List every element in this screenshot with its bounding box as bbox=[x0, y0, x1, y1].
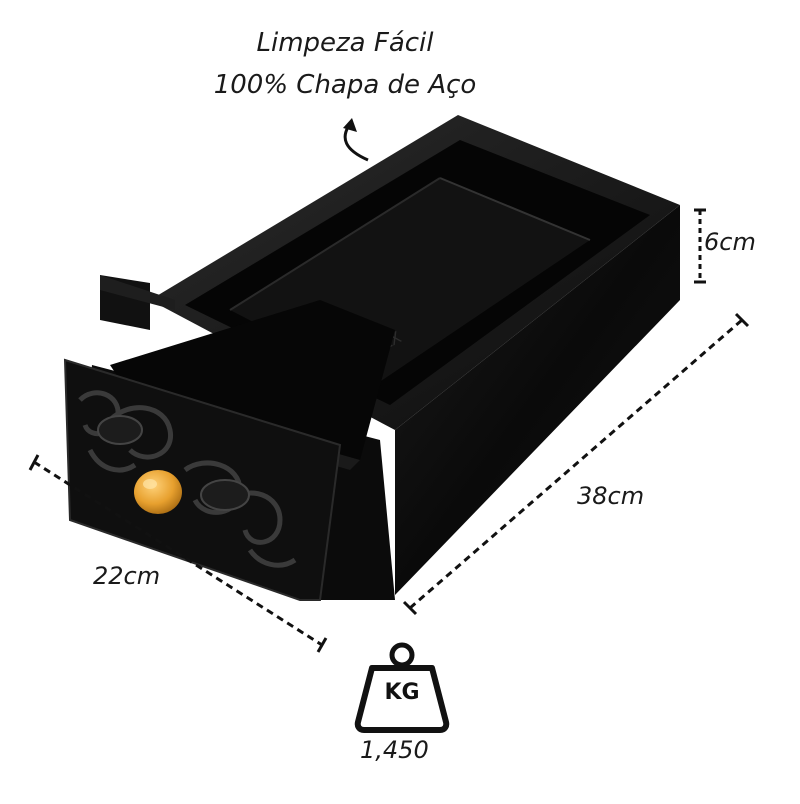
width-dimension-line bbox=[28, 454, 328, 653]
width-label: 22cm bbox=[93, 562, 161, 590]
weight-value: 1,450 bbox=[360, 736, 429, 764]
case-right-side bbox=[395, 205, 680, 595]
caption-line-1: Limpeza Fácil bbox=[256, 28, 434, 58]
height-dimension-line bbox=[694, 208, 706, 284]
drawer-interior bbox=[110, 300, 395, 460]
length-label: 38cm bbox=[577, 482, 645, 510]
weight-kg-icon bbox=[354, 642, 450, 733]
weight-unit-badge: KG bbox=[384, 680, 420, 705]
height-label: 6cm bbox=[704, 228, 756, 256]
length-dimension-line bbox=[402, 312, 750, 616]
drawer-knob bbox=[134, 470, 182, 514]
caption-line-2: 100% Chapa de Aço bbox=[213, 70, 477, 100]
